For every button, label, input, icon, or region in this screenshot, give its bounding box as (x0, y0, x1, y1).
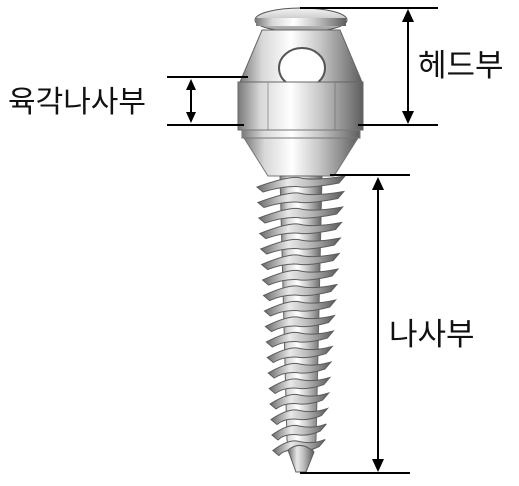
hex-label: 육각나사부 (8, 85, 146, 120)
thread-arrow-bottom (372, 459, 384, 472)
screw-hex-section (238, 82, 363, 130)
screw-tip (288, 445, 314, 472)
thread-label: 나사부 (389, 317, 475, 353)
hex-arrow-top (186, 79, 196, 90)
screw-collar (242, 130, 360, 138)
screw-cap-rim (256, 18, 346, 26)
thread-arrow-top (372, 177, 384, 190)
screw-neck (244, 138, 358, 176)
head-arrow-top (402, 9, 414, 22)
head-arrow-bottom (402, 111, 414, 124)
mini-screw (238, 8, 363, 472)
hex-arrow-bottom (186, 112, 196, 123)
head-label: 헤드부 (418, 48, 504, 84)
